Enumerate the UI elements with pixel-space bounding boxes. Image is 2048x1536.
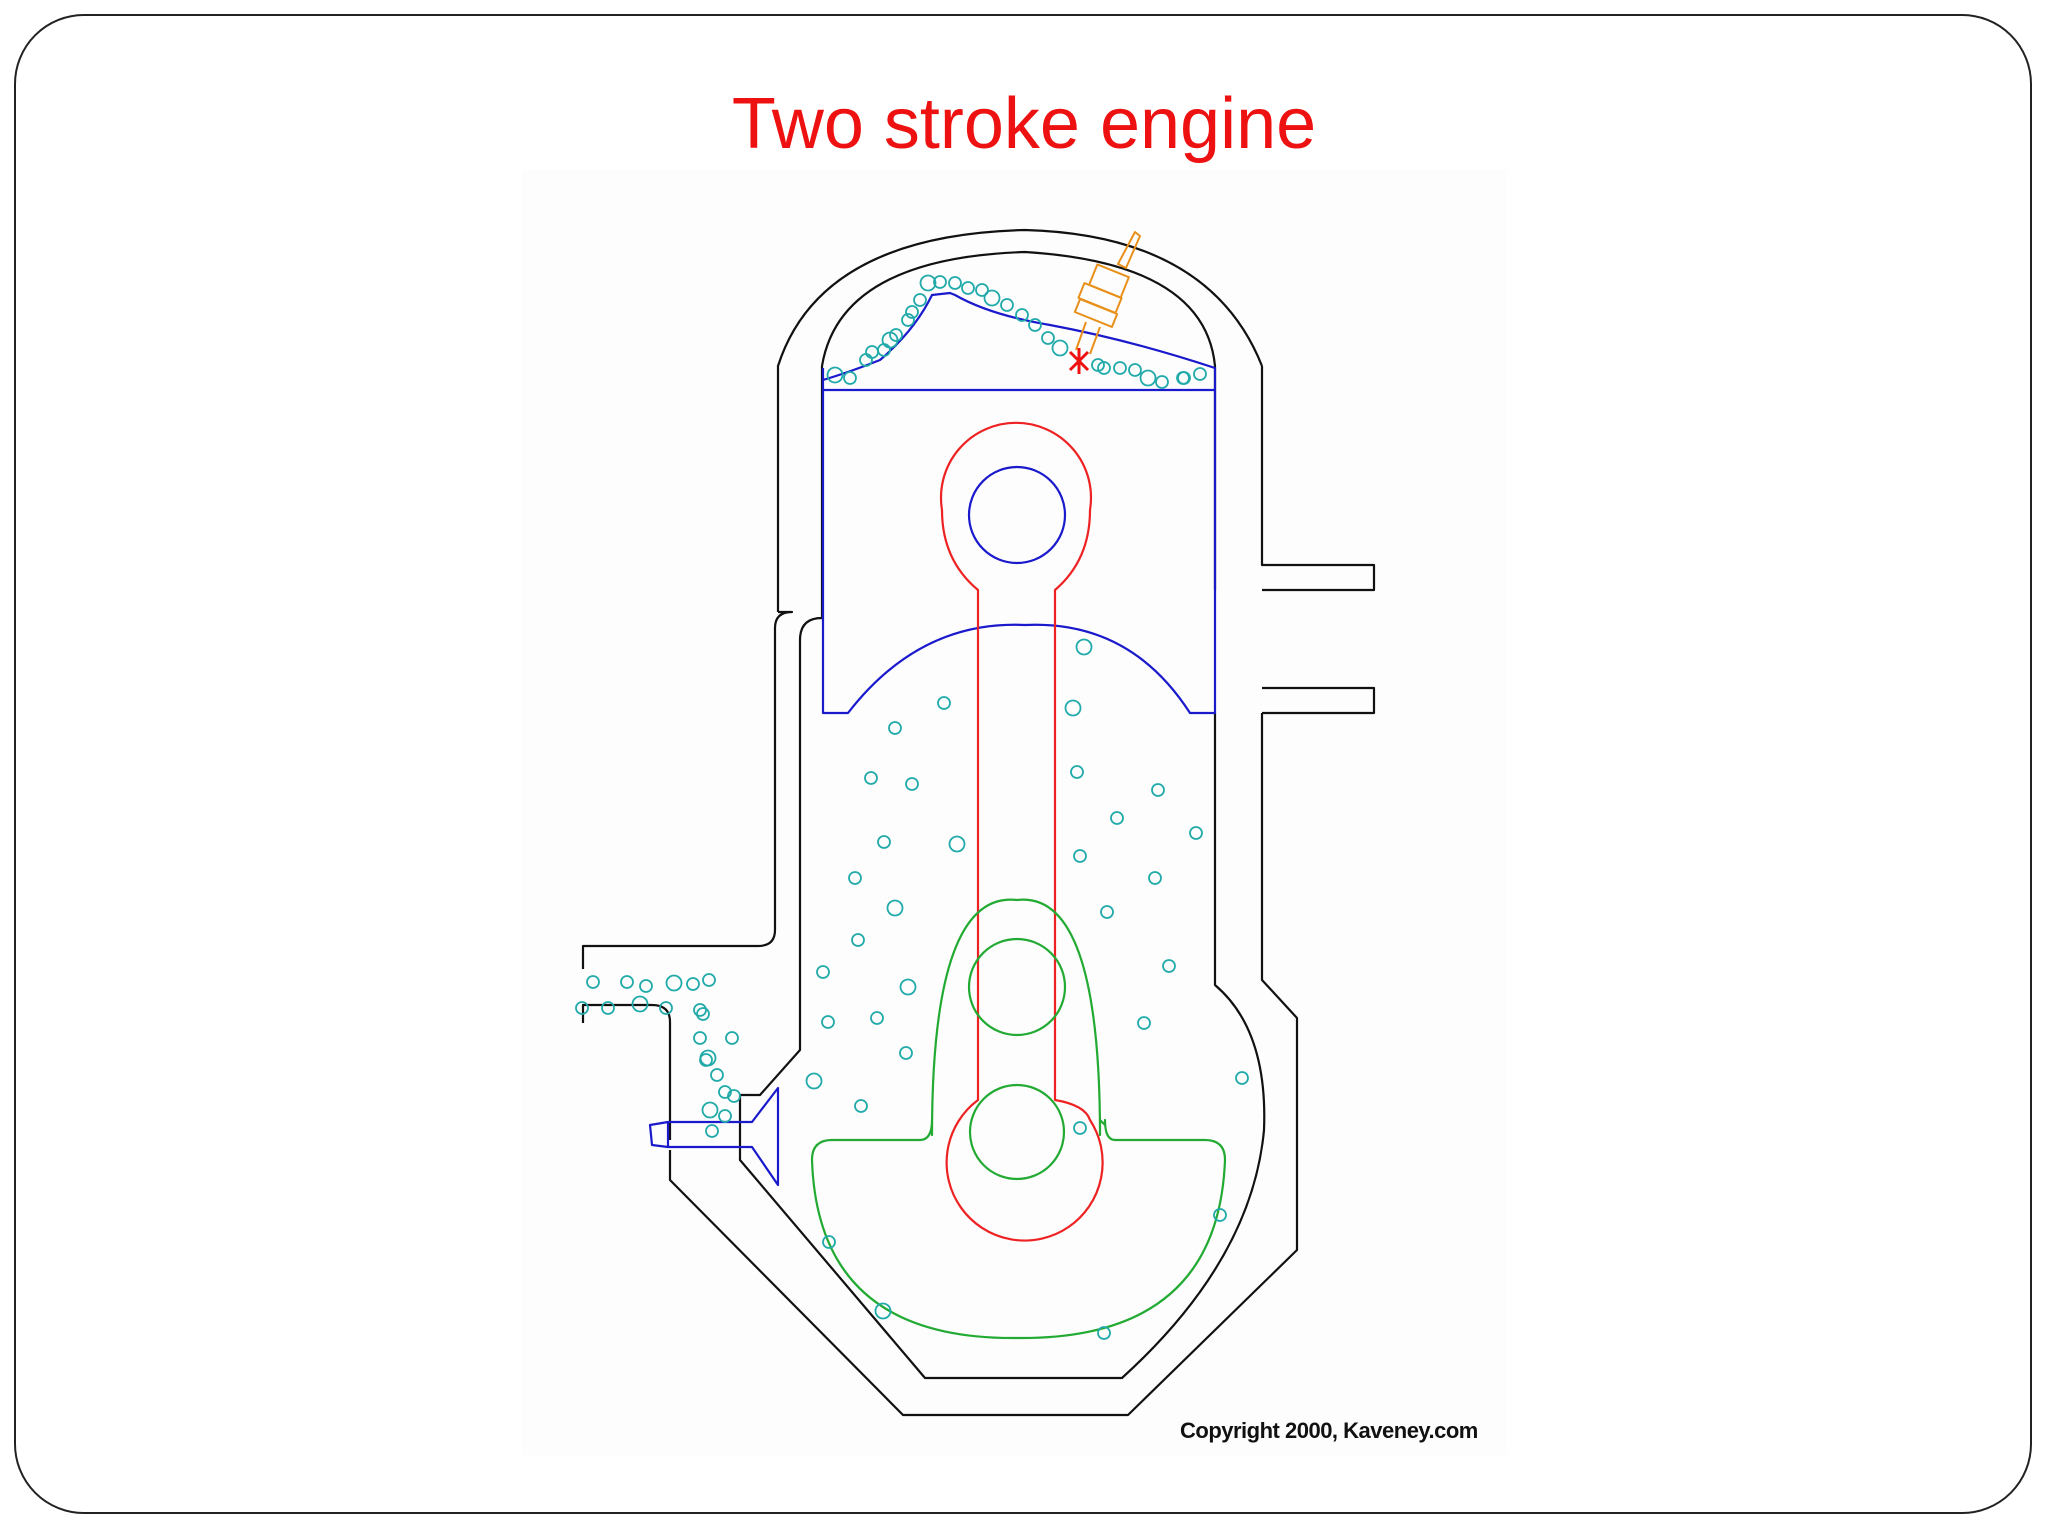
fuel-particle (859, 353, 873, 367)
fuel-particle (718, 1085, 732, 1099)
fuel-particle (805, 1072, 823, 1090)
fuel-particle (1137, 1016, 1151, 1030)
copyright-text: Copyright 2000, Kaveney.com (1180, 1418, 1478, 1443)
inlet-valve (648, 1086, 780, 1187)
fuel-particle (877, 835, 891, 849)
fuel-particle (854, 1099, 868, 1113)
fuel-particle (631, 995, 649, 1013)
fuel-particle (886, 899, 904, 917)
fuel-particle (702, 973, 716, 987)
casing-outer-wall (581, 228, 1376, 1417)
fuel-particle (1073, 849, 1087, 863)
fuel-particle (1235, 1071, 1249, 1085)
fuel-particle (1051, 339, 1069, 357)
fuel-particle (710, 1068, 724, 1082)
fuel-particle (1176, 371, 1190, 385)
fuel-particle (816, 965, 830, 979)
fuel-particle (899, 1046, 913, 1060)
fuel-particle (1070, 765, 1084, 779)
fuel-particle (983, 289, 1001, 307)
fuel-particle (901, 313, 915, 327)
fuel-particle (693, 1003, 707, 1017)
fuel-particle (639, 979, 653, 993)
fuel-particle (865, 345, 879, 359)
fuel-particle (696, 1007, 710, 1021)
fuel-particle (620, 975, 634, 989)
fuel-particle (899, 978, 917, 996)
fuel-particle (1097, 361, 1111, 375)
fuel-particle (1073, 1121, 1087, 1135)
fuel-particle (1110, 811, 1124, 825)
fuel-particle (1015, 308, 1029, 322)
fuel-particle (1128, 363, 1142, 377)
spark-plug-icon (1073, 231, 1141, 355)
fuel-particle (725, 1031, 739, 1045)
fuel-particle (870, 1011, 884, 1025)
fuel-particle (821, 1015, 835, 1029)
fuel-particle (1155, 375, 1169, 389)
casing-inner-wall (738, 250, 1266, 1380)
fuel-particle (699, 1053, 713, 1067)
fuel-particle (1097, 1326, 1111, 1340)
fuel-particle (843, 371, 857, 385)
fuel-particle (601, 1001, 615, 1015)
piston-body (821, 390, 1217, 715)
fuel-particle (686, 977, 700, 991)
crankshaft-main (968, 1083, 1066, 1181)
fuel-particle (826, 366, 844, 384)
fuel-particle (1151, 783, 1165, 797)
fuel-particle (961, 281, 975, 295)
fuel-particle (822, 1235, 836, 1249)
fuel-particle (905, 305, 919, 319)
fuel-particle (948, 835, 966, 853)
piston-crown (821, 291, 1217, 392)
fuel-particle (1041, 331, 1055, 345)
fuel-particle (575, 1001, 589, 1015)
fuel-particle (701, 1101, 719, 1119)
fuel-particle (864, 771, 878, 785)
fuel-particle (699, 1049, 717, 1067)
fuel-particle (718, 1109, 732, 1123)
fuel-particle (586, 975, 600, 989)
slide-title: Two stroke engine (731, 84, 1317, 164)
fuel-particle (1028, 318, 1042, 332)
fuel-particle (975, 283, 989, 297)
fuel-particle (948, 276, 962, 290)
fuel-particle (1189, 826, 1203, 840)
fuel-mixture (575, 274, 1249, 1340)
fuel-particle (659, 1001, 673, 1015)
fuel-particle (851, 933, 865, 947)
fuel-particle (1193, 367, 1207, 381)
fuel-particle (848, 871, 862, 885)
spark-icon (1068, 348, 1090, 374)
fuel-particle (1213, 1208, 1227, 1222)
fuel-particle (933, 275, 947, 289)
wrist-pin (967, 465, 1067, 565)
fuel-particle (727, 1089, 741, 1103)
fuel-particle (1064, 699, 1082, 717)
fuel-particle (705, 1124, 719, 1138)
connecting-rod (939, 421, 1104, 1242)
fuel-particle (1113, 361, 1127, 375)
fuel-particle (1100, 905, 1114, 919)
fuel-particle (1162, 959, 1176, 973)
fuel-particle (1075, 638, 1093, 656)
fuel-particle (937, 696, 951, 710)
fuel-particle (905, 777, 919, 791)
fuel-particle (889, 328, 903, 342)
crank-pin (967, 937, 1067, 1037)
fuel-particle (1139, 369, 1157, 387)
fuel-particle (874, 1302, 892, 1320)
fuel-particle (1148, 871, 1162, 885)
fuel-particle (913, 293, 927, 307)
fuel-particle (693, 1031, 707, 1045)
fuel-particle (665, 974, 683, 992)
crankshaft-counterweight (810, 898, 1227, 1340)
fuel-particle (919, 274, 937, 292)
fuel-particle (888, 721, 902, 735)
fuel-particle (1000, 298, 1014, 312)
